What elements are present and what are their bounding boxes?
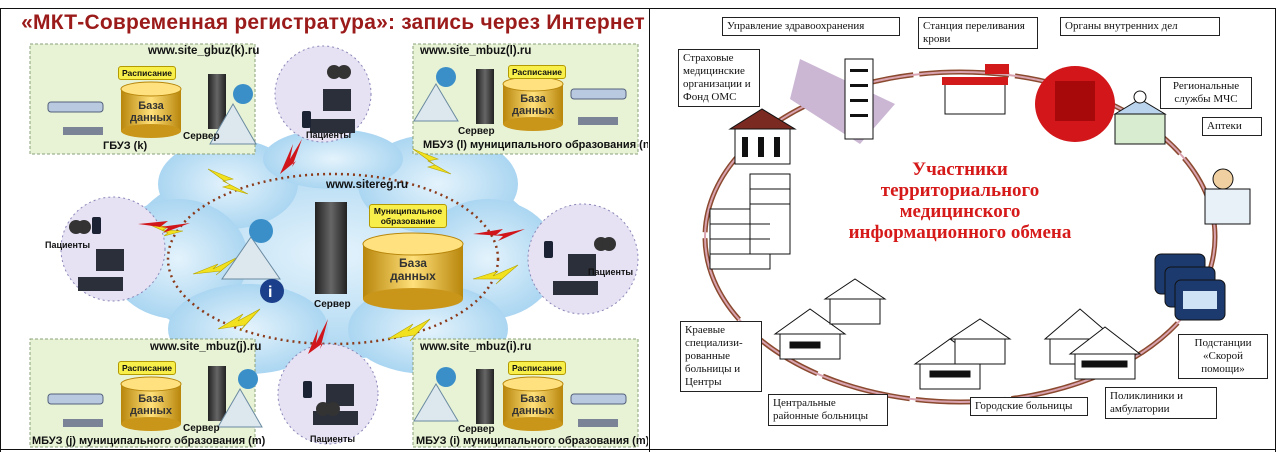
registry-graphics: i: [29, 43, 639, 448]
health-admin-building: [790, 58, 895, 144]
network-globe-icons: [209, 67, 459, 428]
callout-emergency: Региональные службы МЧС: [1160, 77, 1252, 109]
exchange-title-line: территориального: [880, 180, 1040, 201]
emergency-building: [1113, 90, 1167, 145]
database-label: База данных: [130, 393, 172, 417]
blood-station-building: [942, 64, 1009, 115]
database-label: База данных: [130, 100, 172, 124]
exchange-title-line: Участники: [912, 159, 1008, 180]
database-cylinders: [120, 76, 564, 431]
patient-phones: [92, 111, 553, 398]
patients-label: Пациенты: [310, 434, 356, 444]
database-label: База данных: [512, 393, 554, 417]
schedule-tag: Расписание: [118, 361, 177, 375]
org-mbuz-i: МБУЗ (i) муниципального образования (m): [416, 435, 648, 447]
insurance-building: [728, 108, 797, 165]
patients-label: Пациенты: [588, 267, 634, 277]
exchange-graphics: [702, 58, 1251, 405]
registry-title: «МКТ-Современная регистратура»: запись ч…: [21, 11, 645, 34]
exchange-title: Участники территориального медицинского …: [840, 159, 1080, 243]
city-hospital-houses: [913, 318, 1012, 390]
district-hospital-houses: [773, 278, 887, 360]
server-label: Сервер: [314, 299, 351, 310]
top-border: [0, 8, 1276, 9]
callout-city: Городские больницы: [970, 397, 1088, 416]
callout-police: Органы внутренних дел: [1060, 17, 1220, 36]
svg-text:i: i: [268, 284, 272, 301]
patients-label: Пациенты: [45, 240, 91, 250]
callout-regional: Краевые специализи-рованные больницы и Ц…: [680, 321, 762, 392]
site-sitereg: www.sitereg.ru: [326, 179, 409, 191]
left-border: [0, 8, 1, 452]
callout-pharmacy: Аптеки: [1202, 117, 1262, 136]
site-gbuz-k: www.site_gbuz(k).ru: [148, 45, 260, 57]
middle-divider: [649, 8, 650, 452]
callout-district: Центральные районные больницы: [768, 394, 888, 426]
regional-hospital-buildings: [709, 173, 791, 270]
info-icon: [260, 279, 284, 303]
callout-health-admin: Управление здравоохранения: [722, 17, 900, 36]
police-building: [1035, 66, 1115, 142]
database-label: База данных: [512, 93, 554, 117]
site-mbuz-j: www.site_mbuz(j).ru: [150, 341, 262, 353]
callout-ambulance: Подстанции «Скорой помощи»: [1178, 334, 1268, 379]
patient-computers: [78, 89, 598, 425]
site-mbuz-i: www.site_mbuz(i).ru: [420, 341, 532, 353]
schedule-tag: Расписание: [508, 361, 567, 375]
ambulance-station-icons: [1154, 253, 1226, 321]
callout-clinics: Поликлиники и амбулатории: [1105, 387, 1217, 419]
schedule-tag: Расписание: [118, 66, 177, 80]
patients-label: Пациенты: [306, 130, 352, 140]
exchange-title-line: медицинского: [899, 201, 1021, 222]
pharmacy-icon: [1204, 168, 1251, 225]
server-label: Сервер: [183, 423, 220, 434]
munic-tag: Муниципальное образование: [369, 204, 447, 228]
org-gbuz-k: ГБУЗ (k): [103, 140, 148, 152]
exchange-title-line: информационного обмена: [848, 222, 1072, 243]
server-icons: [208, 69, 494, 424]
central-portal-ring: [166, 172, 500, 346]
callout-insurance: Страховые медицинские организации и Фонд…: [678, 49, 760, 107]
site-mbuz-l: www.site_mbuz(l).ru: [420, 45, 532, 57]
server-label: Сервер: [458, 126, 495, 137]
bottom-border: [0, 449, 1276, 450]
org-mbuz-j: МБУЗ (j) муниципального образования (m): [32, 435, 266, 447]
registry-diagram: «МКТ-Современная регистратура»: запись ч…: [18, 9, 648, 449]
server-label: Сервер: [458, 424, 495, 435]
org-mbuz-l: МБУЗ (l) муниципального образования (n): [423, 139, 648, 151]
clinic-houses: [1043, 308, 1142, 380]
callout-blood-station: Станция переливания крови: [918, 17, 1038, 49]
exchange-diagram: Участники территориального медицинского …: [650, 9, 1274, 449]
server-label: Сервер: [183, 131, 220, 142]
schedule-tag: Расписание: [508, 65, 567, 79]
database-label: База данных: [390, 256, 436, 283]
patient-people-icons: [69, 65, 616, 416]
